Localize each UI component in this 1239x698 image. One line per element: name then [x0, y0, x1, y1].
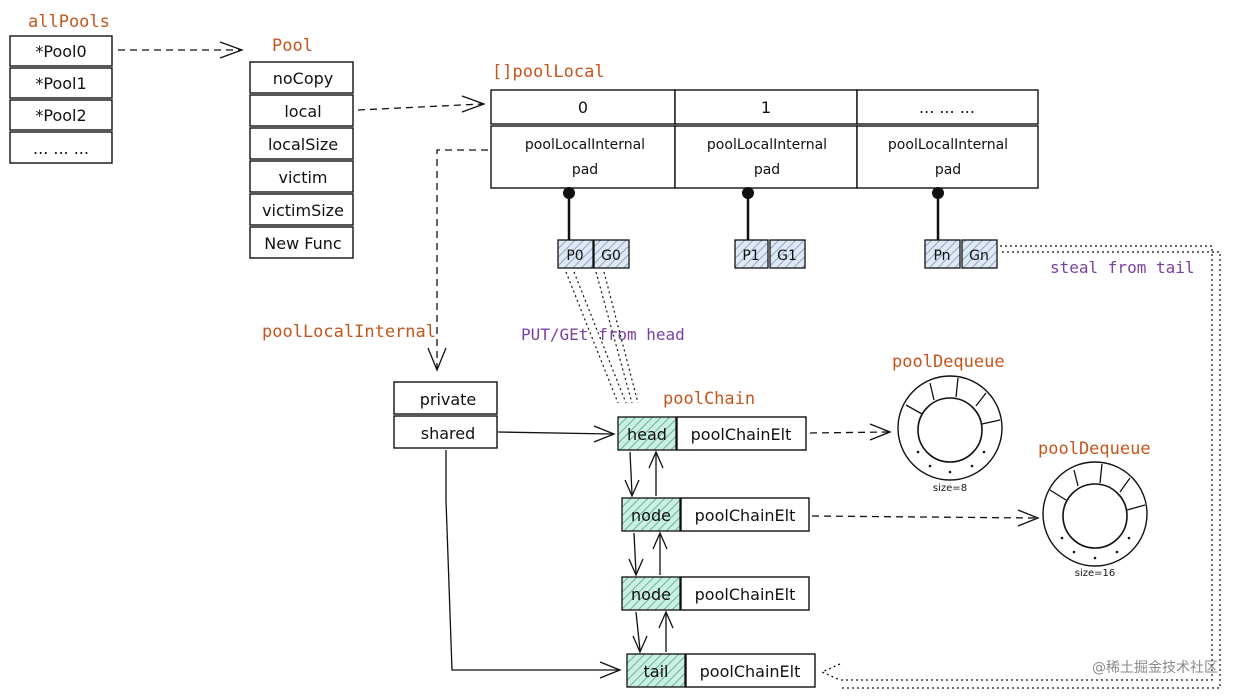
- pool-field-cell: [249, 193, 354, 226]
- dequeue-size-16: size=16: [1075, 568, 1116, 579]
- allpools-label: allPools: [28, 12, 110, 32]
- g-box: [961, 239, 998, 269]
- pool-field-cell: [249, 94, 354, 127]
- pool-field: local: [284, 102, 321, 121]
- poollocal-pad-text: pad: [572, 162, 598, 178]
- poollocal-cell: [856, 125, 1039, 189]
- chain-tag: node: [631, 506, 671, 525]
- pool-label: Pool: [272, 36, 313, 56]
- poollocal-index-cell: [674, 89, 858, 125]
- chain-elt: poolChainElt: [691, 425, 792, 444]
- allpools-item: ... ... ...: [33, 139, 89, 158]
- internal-field: private: [420, 390, 477, 409]
- pooldequeue-label-2: poolDequeue: [1038, 439, 1151, 459]
- allpools-item: *Pool0: [35, 42, 86, 61]
- pool-field-cell: [249, 160, 354, 193]
- poollocal-index: ... ... ...: [919, 98, 975, 117]
- poollocal-internal-text: poolLocalInternal: [707, 137, 827, 153]
- pg-pins: [563, 187, 944, 240]
- chain-tag: node: [631, 585, 671, 604]
- poollocal-index-cell: [856, 89, 1039, 125]
- pool-field: noCopy: [273, 69, 334, 88]
- allpools-list: *Pool0 *Pool1 *Pool2 ... ... ...: [9, 35, 113, 164]
- steal-annotation: steal from tail: [1050, 258, 1195, 277]
- pooldequeue-ring-8: [897, 375, 1003, 481]
- watermark: @稀土掘金技术社区: [1092, 660, 1218, 676]
- dequeue-size-8: size=8: [933, 483, 967, 494]
- p-label: P0: [566, 248, 583, 264]
- chain-elt: poolChainElt: [700, 662, 801, 681]
- poollocalinternal-label: poolLocalInternal: [262, 322, 436, 342]
- put-get-lines: [565, 271, 639, 404]
- chain-tag-box: [617, 416, 677, 451]
- pooldequeue-ring-16: [1042, 461, 1148, 567]
- pool-field: victimSize: [262, 201, 344, 220]
- poollocal-cell: [490, 125, 676, 189]
- internal-field: shared: [421, 424, 476, 443]
- chain-elt-box: [680, 497, 810, 532]
- pool-field: victim: [278, 168, 327, 187]
- chain-elt-box: [680, 576, 810, 611]
- chain-tag-box: [621, 497, 681, 532]
- arrow-shared-to-tail: [445, 450, 622, 679]
- g-label: Gn: [969, 248, 989, 264]
- put-get-annotation: PUT/GEt from head: [521, 325, 685, 344]
- pg-boxes: P0 G0 P1 G1 Pn Gn: [557, 239, 998, 269]
- arrow-poollocal-to-internal: [427, 149, 488, 372]
- chain-tag: tail: [644, 662, 669, 681]
- allpools-item: *Pool1: [35, 74, 86, 93]
- chain-tag-box: [626, 653, 686, 688]
- g-label: G1: [777, 248, 797, 264]
- p-box: [557, 239, 594, 269]
- allpools-cell-1: [9, 67, 113, 99]
- pool-struct: noCopy local localSize victim victimSize…: [249, 61, 354, 259]
- arrow-allpools-to-pool: [118, 41, 244, 59]
- poollocalinternal-struct: private shared: [393, 381, 498, 449]
- poollocal-cell: [674, 125, 858, 189]
- arrow-elt-to-dequeue-8: [809, 423, 892, 441]
- poollocal-array: 0 1 ... ... ... poolLocalInternal pad po…: [490, 89, 1039, 189]
- g-box: [593, 239, 630, 269]
- g-box: [769, 239, 806, 269]
- pooldequeue-label-1: poolDequeue: [892, 352, 1005, 372]
- g-label: G0: [601, 248, 621, 264]
- internal-field-cell: [393, 415, 498, 449]
- internal-field-cell: [393, 381, 498, 415]
- p-box: [734, 239, 769, 269]
- allpools-item: *Pool2: [35, 106, 86, 125]
- arrow-shared-to-head: [497, 425, 616, 443]
- chain-elt: poolChainElt: [695, 506, 796, 525]
- pool-field-cell: [249, 127, 354, 160]
- poollocal-index: 1: [761, 98, 771, 117]
- poolchain: head poolChainElt node poolChainElt node…: [617, 416, 816, 688]
- poollocal-pad-text: pad: [754, 162, 780, 178]
- allpools-cell-0: [9, 35, 113, 67]
- poolchain-label: poolChain: [663, 389, 755, 409]
- poollocal-array-label: []poolLocal: [492, 62, 605, 82]
- chain-tag-box: [621, 576, 681, 611]
- pool-field-cell: [249, 61, 354, 94]
- arrow-local-to-poollocal: [357, 95, 486, 113]
- poollocal-internal-text: poolLocalInternal: [888, 137, 1008, 153]
- p-label: Pn: [933, 248, 950, 264]
- p-box: [924, 239, 961, 269]
- poollocal-pad-text: pad: [935, 162, 961, 178]
- chain-tag: head: [627, 425, 667, 444]
- chain-elt-box: [685, 653, 816, 688]
- poollocal-internal-text: poolLocalInternal: [525, 137, 645, 153]
- allpools-cell-2: [9, 99, 113, 131]
- allpools-cell-3: [9, 131, 113, 164]
- pool-field-cell: [249, 226, 354, 259]
- chain-elt: poolChainElt: [695, 585, 796, 604]
- chain-elt-box: [676, 416, 807, 451]
- arrow-elt-to-dequeue-16: [811, 509, 1040, 527]
- chain-links: [624, 450, 674, 654]
- pool-field: New Func: [264, 234, 341, 253]
- pool-field: localSize: [268, 135, 338, 154]
- steal-lines: [820, 245, 1221, 689]
- p-label: P1: [742, 248, 759, 264]
- poollocal-index: 0: [578, 98, 588, 117]
